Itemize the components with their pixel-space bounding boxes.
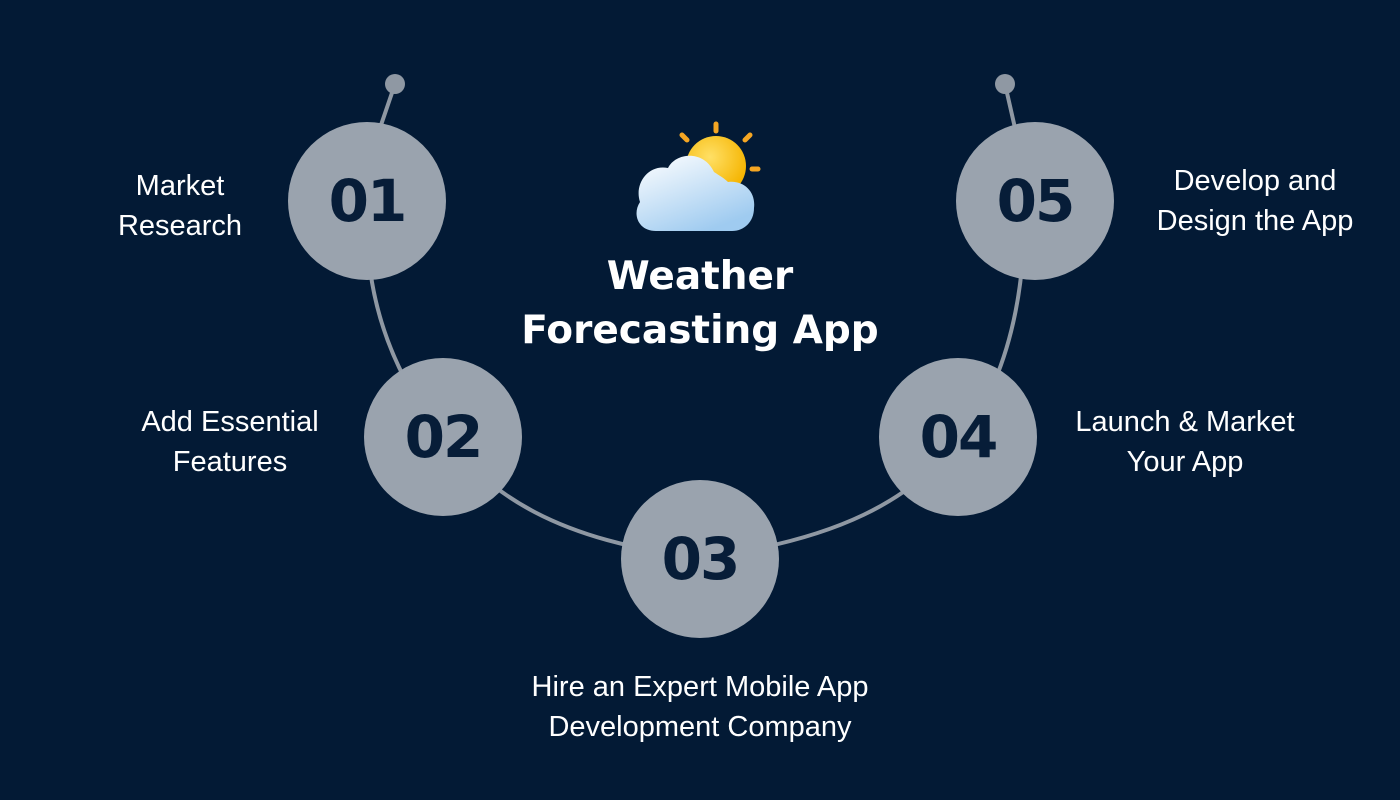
step-5-number: 05 bbox=[996, 167, 1076, 235]
step-2-label-line1: Add Essential bbox=[141, 406, 319, 438]
step-4-label: Launch & Market Your App bbox=[1050, 402, 1320, 482]
step-1-label-line2: Research bbox=[117, 210, 243, 242]
step-4-number: 04 bbox=[919, 403, 999, 471]
title-line2: Forecasting App bbox=[521, 308, 879, 353]
step-4-circle: 04 bbox=[879, 358, 1037, 516]
step-1-label: Market Research bbox=[80, 166, 280, 246]
step-2-label-line2: Features bbox=[172, 446, 288, 478]
step-5-circle: 05 bbox=[956, 122, 1114, 280]
step-1-circle: 01 bbox=[288, 122, 446, 280]
title-line1: Weather bbox=[606, 254, 794, 299]
step-2-circle: 02 bbox=[364, 358, 522, 516]
arc-endpoint-right bbox=[995, 74, 1015, 94]
step-3-circle: 03 bbox=[621, 480, 779, 638]
step-4-label-line1: Launch & Market bbox=[1075, 406, 1295, 438]
step-5-label-line1: Develop and bbox=[1173, 165, 1337, 197]
step-5-label: Develop and Design the App bbox=[1130, 161, 1380, 241]
step-5-label-line2: Design the App bbox=[1156, 205, 1354, 237]
step-3-label-line1: Hire an Expert Mobile App bbox=[531, 671, 869, 703]
sun-cloud-icon bbox=[636, 121, 761, 231]
step-1-label-line1: Market bbox=[135, 170, 225, 202]
diagram-title: Weather Forecasting App bbox=[500, 250, 900, 358]
arc-endpoint-left bbox=[385, 74, 405, 94]
step-3-label: Hire an Expert Mobile App Development Co… bbox=[470, 667, 930, 747]
step-1-number: 01 bbox=[328, 167, 408, 235]
step-4-label-line2: Your App bbox=[1126, 446, 1244, 478]
step-3-label-line2: Development Company bbox=[548, 711, 852, 743]
step-3-number: 03 bbox=[661, 525, 741, 593]
step-2-number: 02 bbox=[404, 403, 484, 471]
step-2-label: Add Essential Features bbox=[110, 402, 350, 482]
